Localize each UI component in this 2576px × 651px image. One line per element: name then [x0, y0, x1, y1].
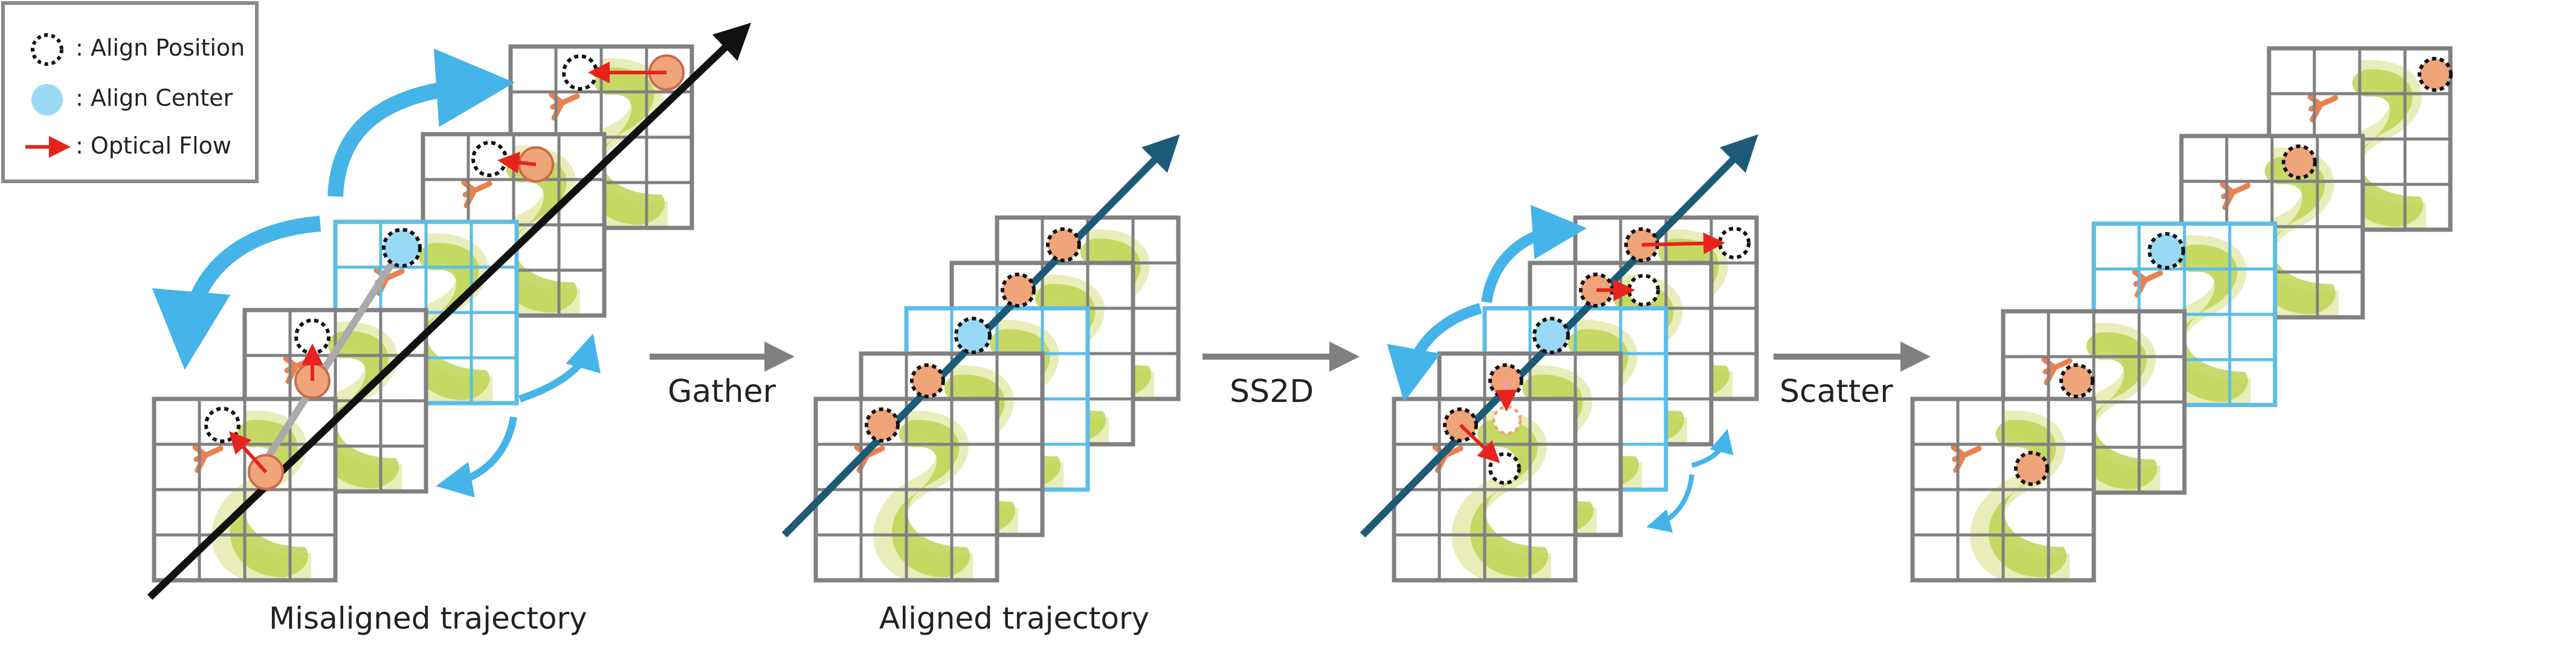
frame-border — [152, 397, 338, 583]
gather-label: Gather — [668, 374, 776, 410]
curved-arrow-icon — [328, 48, 515, 197]
frame — [1392, 397, 1578, 583]
align-position-marker — [471, 141, 508, 177]
align-position-marker — [2418, 57, 2453, 92]
curved-arrow-icon — [152, 216, 321, 370]
scatter-target-marker — [1627, 274, 1660, 306]
frame — [1910, 397, 2096, 583]
aligned-trajectory-label: Aligned trajectory — [879, 601, 1149, 636]
gather-operation: Gather — [650, 342, 795, 410]
ss2d-label: SS2D — [1230, 374, 1314, 410]
align-position-icon — [31, 33, 63, 66]
frame-border — [1392, 397, 1578, 583]
scattered-stage-overlay — [2014, 57, 2453, 486]
frame — [152, 397, 338, 583]
curved-arrow-icon — [1387, 303, 1482, 403]
align-position-marker — [2014, 451, 2049, 486]
curved-arrow-icon — [1691, 429, 1734, 468]
scatter-target-marker — [1492, 405, 1522, 435]
curved-arrow-icon — [518, 333, 601, 403]
align-position-marker — [910, 363, 945, 398]
frame — [813, 397, 999, 583]
align-position-marker — [2282, 144, 2317, 180]
frame-border — [1910, 397, 2096, 583]
scatter-target-marker — [1718, 227, 1751, 259]
align-position-marker — [1001, 273, 1036, 308]
curved-arrow-icon — [436, 416, 517, 498]
scatter-operation: Scatter — [1774, 342, 1931, 410]
legend-align-position-label: : Align Position — [76, 34, 245, 61]
frames-layer — [152, 44, 2453, 583]
align-position-marker — [294, 319, 331, 355]
misaligned-trajectory-label: Misaligned trajectory — [269, 601, 587, 636]
align-center-point — [954, 317, 992, 354]
ss2d-stage-overlay — [1360, 134, 1758, 538]
align-center-icon — [31, 84, 63, 115]
align-center-point — [382, 228, 422, 268]
misaligned-trajectory-gray — [253, 245, 405, 477]
optical-flow-arrow — [497, 152, 537, 173]
ss2d-operation: SS2D — [1202, 342, 1360, 410]
curved-arrow-icon — [1481, 204, 1587, 303]
curved-arrow-icon — [1646, 474, 1694, 533]
align-position-marker — [1046, 227, 1081, 262]
legend-align-center-label: : Align Center — [76, 85, 233, 111]
misaligned-trajectory-arrow — [147, 22, 752, 600]
optical-flow-arrow — [1459, 423, 1500, 464]
optical-flow-arrow — [1641, 232, 1725, 254]
align-position-marker — [865, 407, 900, 442]
optical-flow-arrow — [228, 431, 268, 474]
frame-border — [813, 397, 999, 583]
legend-optical-flow-label: : Optical Flow — [76, 132, 231, 159]
legend: : Align Position : Align Center : Optica… — [1, 1, 259, 183]
aligned-stage-overlay: Aligned trajectory — [781, 134, 1180, 636]
align-position-marker — [562, 54, 598, 91]
scatter-label: Scatter — [1780, 374, 1893, 410]
misaligned-stage-overlay: Misaligned trajectory — [147, 22, 752, 636]
align-position-marker — [2059, 363, 2094, 398]
align-center-point — [2148, 232, 2185, 270]
align-center-point — [1532, 317, 1570, 354]
